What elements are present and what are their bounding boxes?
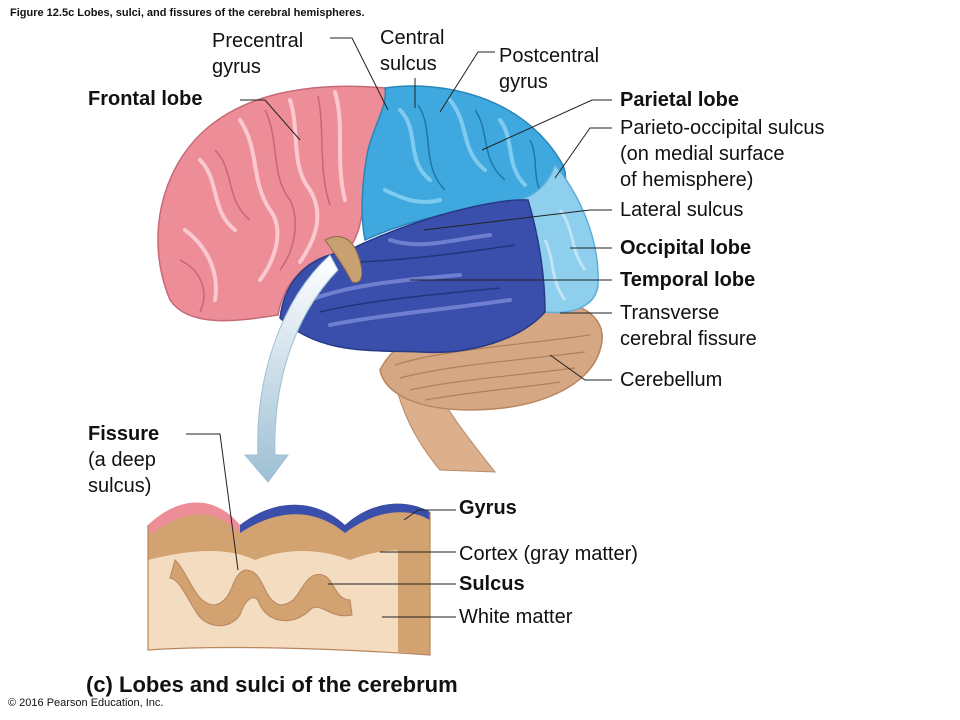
label-postcentral-line1: Postcentral <box>499 45 600 67</box>
label-occipital-lobe: Occipital lobe <box>620 237 752 259</box>
label-precentral-line1: Precentral <box>212 30 304 52</box>
label-po-line3: of hemisphere) <box>620 169 754 191</box>
label-cortex: Cortex (gray matter) <box>459 543 638 565</box>
label-fissure-line1: Fissure <box>88 423 160 445</box>
label-fissure-line2: (a deep <box>88 449 156 471</box>
panel-letter: (c) <box>86 672 113 697</box>
label-transverse-line2: cerebral fissure <box>620 328 757 350</box>
label-fissure: Fissure (a deep sulcus) <box>88 421 159 499</box>
label-fissure-line3: sulcus) <box>88 475 152 497</box>
label-temporal-lobe: Temporal lobe <box>620 269 756 291</box>
label-postcentral-gyrus: Postcentral gyrus <box>499 43 599 95</box>
label-central-sulcus: Central sulcus <box>380 25 444 77</box>
figure-caption: Figure 12.5c Lobes, sulci, and fissures … <box>10 7 365 19</box>
label-cerebellum: Cerebellum <box>620 369 723 391</box>
label-postcentral-line2: gyrus <box>499 71 548 93</box>
label-po-line2: (on medial surface <box>620 143 785 165</box>
label-lateral-sulcus: Lateral sulcus <box>620 199 744 221</box>
zoom-arrow <box>243 254 339 483</box>
copyright-notice: © 2016 Pearson Education, Inc. <box>8 697 164 709</box>
leader-lines <box>186 37 612 618</box>
label-parietal-lobe: Parietal lobe <box>620 89 739 111</box>
label-parieto-occipital-sulcus: Parieto-occipital sulcus (on medial surf… <box>620 115 825 193</box>
label-transverse-line1: Transverse <box>620 302 720 324</box>
label-precentral-line2: gyrus <box>212 56 261 78</box>
label-central-line1: Central <box>380 27 445 49</box>
tissue-block <box>147 502 431 656</box>
panel-title: (c) Lobes and sulci of the cerebrum <box>86 672 458 698</box>
label-po-line1: Parieto-occipital sulcus <box>620 117 825 139</box>
label-frontal-lobe: Frontal lobe <box>88 88 203 110</box>
label-gyrus: Gyrus <box>459 497 517 519</box>
label-white-matter: White matter <box>459 606 573 628</box>
label-sulcus: Sulcus <box>459 573 525 595</box>
panel-title-text: Lobes and sulci of the cerebrum <box>119 672 458 697</box>
lateral-sulcus-flap <box>324 236 363 284</box>
label-central-line2: sulcus <box>380 53 437 75</box>
label-transverse-cerebral-fissure: Transverse cerebral fissure <box>620 300 757 352</box>
label-precentral-gyrus: Precentral gyrus <box>212 28 303 80</box>
